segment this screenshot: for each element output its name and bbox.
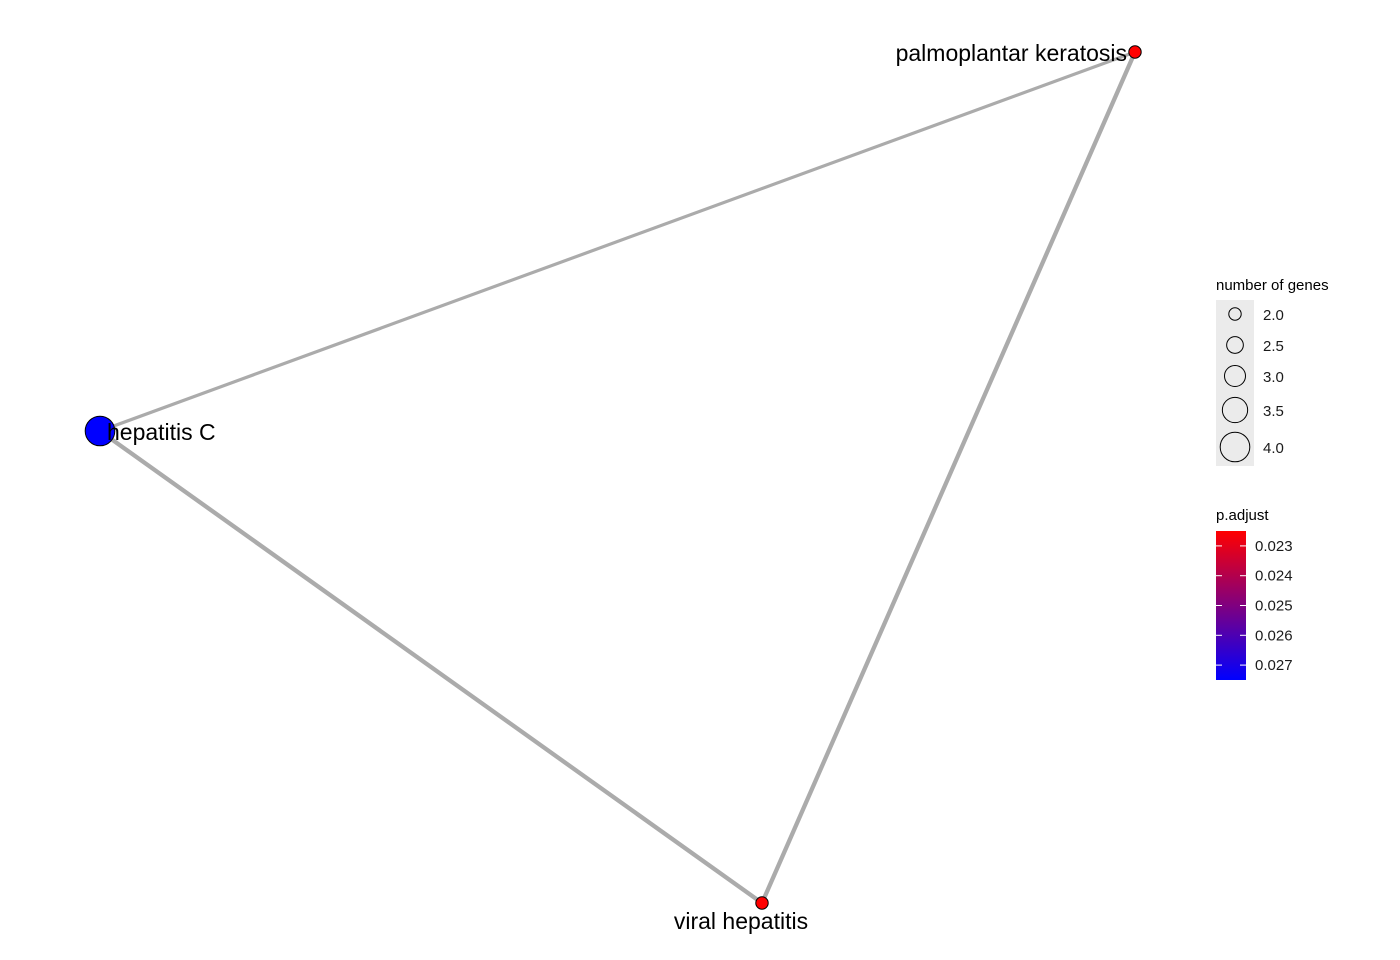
size-legend-label-4-0: 4.0 <box>1263 440 1284 457</box>
size-legend-key-3-0 <box>1224 365 1246 387</box>
node-hepatitis-c <box>84 415 116 447</box>
size-legend-label-2-0: 2.0 <box>1263 307 1284 324</box>
edge-hepatitis_c-palmoplantar_keratosis <box>98 50 1137 433</box>
size-legend-label-2-5: 2.5 <box>1263 338 1284 355</box>
size-legend-key-2-5 <box>1226 336 1244 354</box>
size-legend-label-3-5: 3.5 <box>1263 403 1284 420</box>
color-legend-label-4: 0.027 <box>1255 657 1293 674</box>
nodes <box>84 45 1142 910</box>
color-legend-title: p.adjust <box>1216 507 1269 524</box>
size-legend-key-2-0 <box>1228 307 1242 321</box>
color-legend: p.adjust 0.023 0.024 0.025 0.026 0.027 <box>1216 507 1293 680</box>
edge-hepatitis_c-viral_hepatitis <box>97 428 765 906</box>
edges <box>97 49 1138 906</box>
size-legend-label-3-0: 3.0 <box>1263 369 1284 386</box>
size-legend-key-3-5 <box>1221 396 1249 424</box>
size-legend-title: number of genes <box>1216 277 1329 294</box>
node-labels: hepatitis C palmoplantar keratosis viral h… <box>107 40 1127 934</box>
color-legend-label-1: 0.024 <box>1255 568 1293 585</box>
size-legend-key-4-0 <box>1219 431 1251 463</box>
node-label-viral-hepatitis: viral hepatitis <box>674 908 808 934</box>
size-legend-key-background <box>1216 300 1254 466</box>
node-label-palmoplantar-keratosis: palmoplantar keratosis <box>896 40 1127 66</box>
node-viral-hepatitis <box>755 896 769 910</box>
color-legend-label-0: 0.023 <box>1255 538 1293 555</box>
size-legend: number of genes 2.0 2.5 3.0 3.5 4.0 <box>1216 277 1329 466</box>
color-legend-label-2: 0.025 <box>1255 598 1293 615</box>
node-palmoplantar-keratosis <box>1128 45 1142 59</box>
edge-palmoplantar_keratosis-viral_hepatitis <box>759 49 1138 906</box>
node-label-hepatitis-c: hepatitis C <box>107 419 216 445</box>
color-legend-label-3: 0.026 <box>1255 627 1293 644</box>
